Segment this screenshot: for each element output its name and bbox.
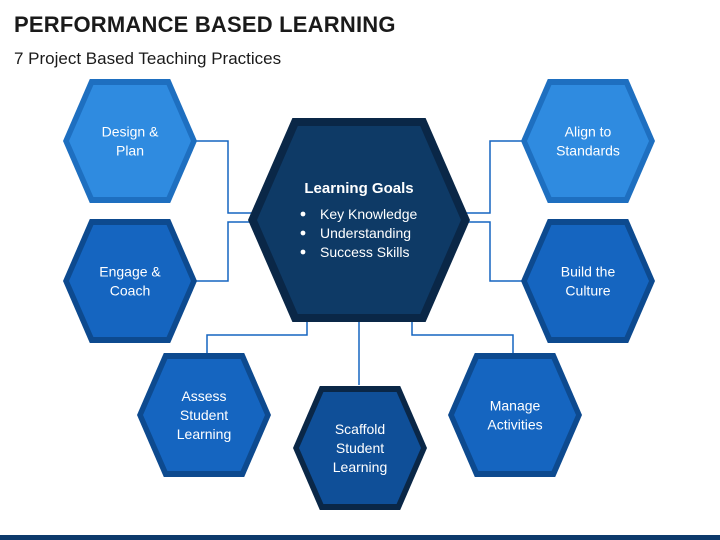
bullet-icon: [300, 211, 306, 217]
hex-node-align-to-standards: Align to Standards: [521, 79, 655, 203]
connector-assess-student-learning: [206, 318, 308, 355]
hex-label: Culture: [565, 283, 610, 299]
hex-node-engage-coach: Engage & Coach: [63, 219, 197, 343]
bottom-bar: [0, 535, 720, 540]
center-title: Learning Goals: [304, 180, 413, 197]
hex-label: Student: [336, 440, 384, 456]
center-item: Key Knowledge: [320, 206, 418, 222]
hex-label: Standards: [556, 143, 620, 159]
hex-label: Activities: [487, 417, 542, 433]
hex-label: Scaffold: [335, 421, 385, 437]
hex-label: Design &: [102, 124, 159, 140]
connector-engage-coach: [196, 221, 258, 282]
hex-label: Learning: [177, 426, 232, 442]
hex-label: Align to: [565, 124, 612, 140]
page-subtitle: 7 Project Based Teaching Practices: [14, 49, 282, 68]
connectors: [196, 140, 522, 385]
connector-design-plan: [196, 140, 258, 214]
center-item: Understanding: [320, 225, 411, 241]
connector-manage-activities: [411, 318, 514, 355]
hex-label: Learning: [333, 459, 388, 475]
hex-label: Plan: [116, 143, 144, 159]
hex-label: Coach: [110, 283, 150, 299]
hex-node-design-plan: Design & Plan: [63, 79, 197, 203]
hex-label: Build the: [561, 264, 616, 280]
hex-label: Engage &: [99, 264, 161, 280]
hex-label: Assess: [181, 388, 226, 404]
connector-align-to-standards: [462, 140, 522, 214]
hex-label: Manage: [490, 398, 541, 414]
hex-label: Student: [180, 407, 228, 423]
center-item: Success Skills: [320, 244, 409, 260]
bullet-icon: [300, 249, 306, 255]
connector-build-the-culture: [462, 221, 522, 282]
page-title: PERFORMANCE BASED LEARNING: [14, 12, 396, 37]
bullet-icon: [300, 230, 306, 236]
